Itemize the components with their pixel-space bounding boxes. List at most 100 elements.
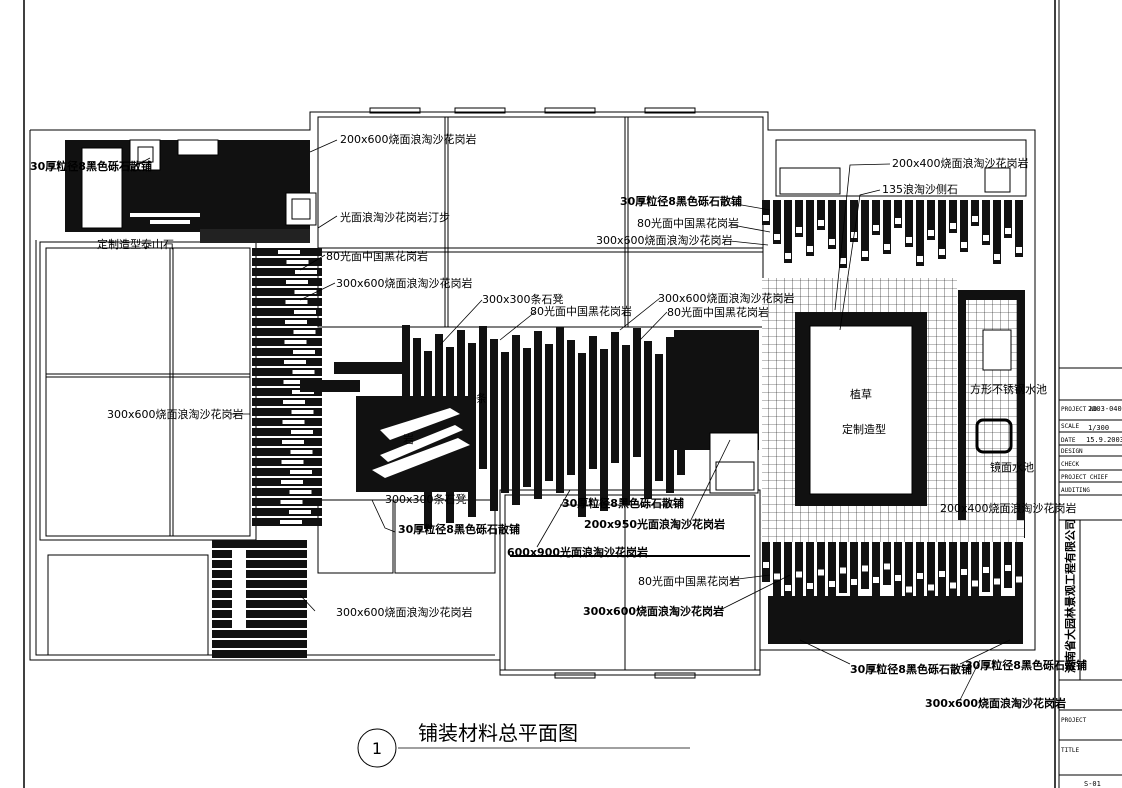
label-l27: 定制造型 — [842, 422, 886, 436]
tb-auditing-label: AUDITING — [1061, 487, 1090, 494]
paving-strip — [212, 640, 307, 648]
paving-strip — [795, 200, 803, 237]
paving-strip-gap — [294, 310, 316, 314]
paving-strip-gap — [785, 253, 791, 259]
paving-strip — [905, 200, 913, 247]
label-l14: 600x900光面浪淘沙花岗岩 — [507, 545, 648, 559]
label-l21: 135浪淘沙侧石 — [882, 182, 958, 196]
paving-strip — [633, 328, 641, 457]
label-l18: 300x600烧面浪淘沙花岗岩 — [583, 604, 724, 618]
paving-strip — [611, 332, 619, 463]
paving-strip-gap — [829, 239, 835, 245]
stepping-strips-southeast — [762, 542, 1023, 644]
paving-strip-gap — [928, 584, 934, 591]
paving-strip — [252, 328, 322, 336]
paving-strip-gap — [851, 579, 857, 585]
paving-strip-gap — [289, 510, 311, 514]
paving-strip — [768, 596, 1023, 644]
label-l6: 300x600烧面浪淘沙花岗岩 — [336, 276, 473, 290]
paving-strip — [644, 341, 652, 499]
paving-strip — [212, 630, 307, 638]
paving-strip-gap — [961, 569, 967, 575]
drawing-title: 1 铺装材料总平面图 — [357, 721, 578, 768]
tb-scale: 1/300 — [1088, 424, 1109, 432]
paving-strip — [252, 288, 322, 296]
paving-strip-gap — [280, 520, 302, 524]
paving-strip — [589, 336, 597, 469]
paving-strip — [252, 408, 322, 416]
paving-strip — [252, 488, 322, 496]
paving-strip — [501, 352, 509, 493]
label-l11: 300x600烧面浪淘沙花岗岩 — [107, 407, 244, 421]
paving-strip — [212, 590, 307, 598]
paving-strip — [971, 200, 979, 226]
label-l2: 200x600烧面浪淘沙花岗岩 — [340, 132, 477, 146]
site-boundary — [29, 107, 1036, 679]
label-l20: 200x400烧面浪淘沙花岗岩 — [892, 156, 1029, 170]
paving-strip — [960, 200, 968, 252]
paving-strip — [252, 308, 322, 316]
paving-strip-gap — [294, 290, 317, 294]
paving-strip-gap — [829, 581, 835, 587]
paving-strip-gap — [281, 480, 303, 484]
label-l9: 300x600烧面浪淘沙花岗岩 — [658, 291, 795, 305]
paving-strip — [252, 468, 322, 476]
label-l13: 30厚粒径8黑色砾石散铺 — [398, 522, 520, 536]
paving-strip-gap — [906, 586, 912, 593]
paving-strip — [252, 508, 322, 516]
paving-strip-gap — [1005, 565, 1011, 571]
paving-strip-gap — [972, 580, 978, 587]
stone-planter — [356, 330, 759, 494]
tb-project-no-label: PROJECT NO. — [1061, 406, 1101, 413]
paving-strip-gap — [284, 340, 307, 344]
label-l33: 条 — [476, 391, 487, 405]
label-l12: 300x300条石凳 — [385, 492, 467, 506]
paving-strip-gap — [763, 215, 769, 221]
grid-paving-east — [762, 278, 1025, 542]
paving-strip-gap — [286, 260, 309, 264]
paving-strip — [252, 448, 322, 456]
paving-strip — [252, 388, 322, 396]
paving-strip — [1004, 200, 1012, 238]
paving-strip-gap — [1005, 228, 1011, 234]
paving-strip — [600, 349, 608, 511]
paving-strip-gap — [939, 249, 945, 255]
tb-title-label: TITLE — [1061, 747, 1079, 754]
paving-strip — [212, 570, 307, 578]
paving-strip-gap — [950, 582, 956, 589]
label-l8: 80光面中国黑花岗岩 — [530, 304, 632, 318]
paving-strip — [334, 362, 404, 374]
label-l3: 光面浪淘沙花岗岩汀步 — [340, 210, 450, 224]
paving-strip-gap — [232, 548, 246, 628]
paving-strip — [512, 335, 520, 505]
label-l15: 30厚粒径8黑色砾石散铺 — [562, 496, 684, 510]
paving-strip — [861, 200, 869, 261]
paving-strip — [212, 560, 307, 568]
label-l16: 200x950光面浪淘沙花岗岩 — [584, 517, 725, 531]
paving-strip-gap — [284, 360, 306, 364]
paving-strip — [883, 200, 891, 254]
paving-strip-gap — [917, 573, 923, 579]
paving-strip-gap — [994, 578, 1000, 585]
paving-strip-gap — [785, 585, 791, 591]
paving-strip-gap — [292, 370, 315, 374]
paving-strip-gap — [291, 430, 313, 434]
label-l10: 80光面中国黑花岗岩 — [667, 305, 769, 319]
paving-strip-gap — [774, 573, 780, 580]
paving-strip — [894, 200, 902, 228]
label-l22: 30厚粒径8黑色砾石散铺 — [620, 194, 742, 208]
label-l28: 镜面水池 — [990, 460, 1034, 474]
paving-strip — [212, 540, 307, 548]
material-labels: 30厚粒径8黑色砾石散铺 200x600烧面浪淘沙花岗岩 光面浪淘沙花岗岩汀步 … — [30, 132, 1087, 710]
stepping-strips-east — [762, 200, 1023, 268]
paving-strip — [252, 368, 322, 376]
paving-strip — [762, 200, 770, 225]
paving-strip — [252, 348, 322, 356]
paving-strip — [212, 580, 307, 588]
paving-strip — [300, 380, 360, 392]
paving-strip — [534, 331, 542, 499]
paving-strip-gap — [283, 380, 306, 384]
gravel-area-nw — [65, 139, 317, 243]
tb-sheet-no: S-01 — [1084, 780, 1101, 788]
